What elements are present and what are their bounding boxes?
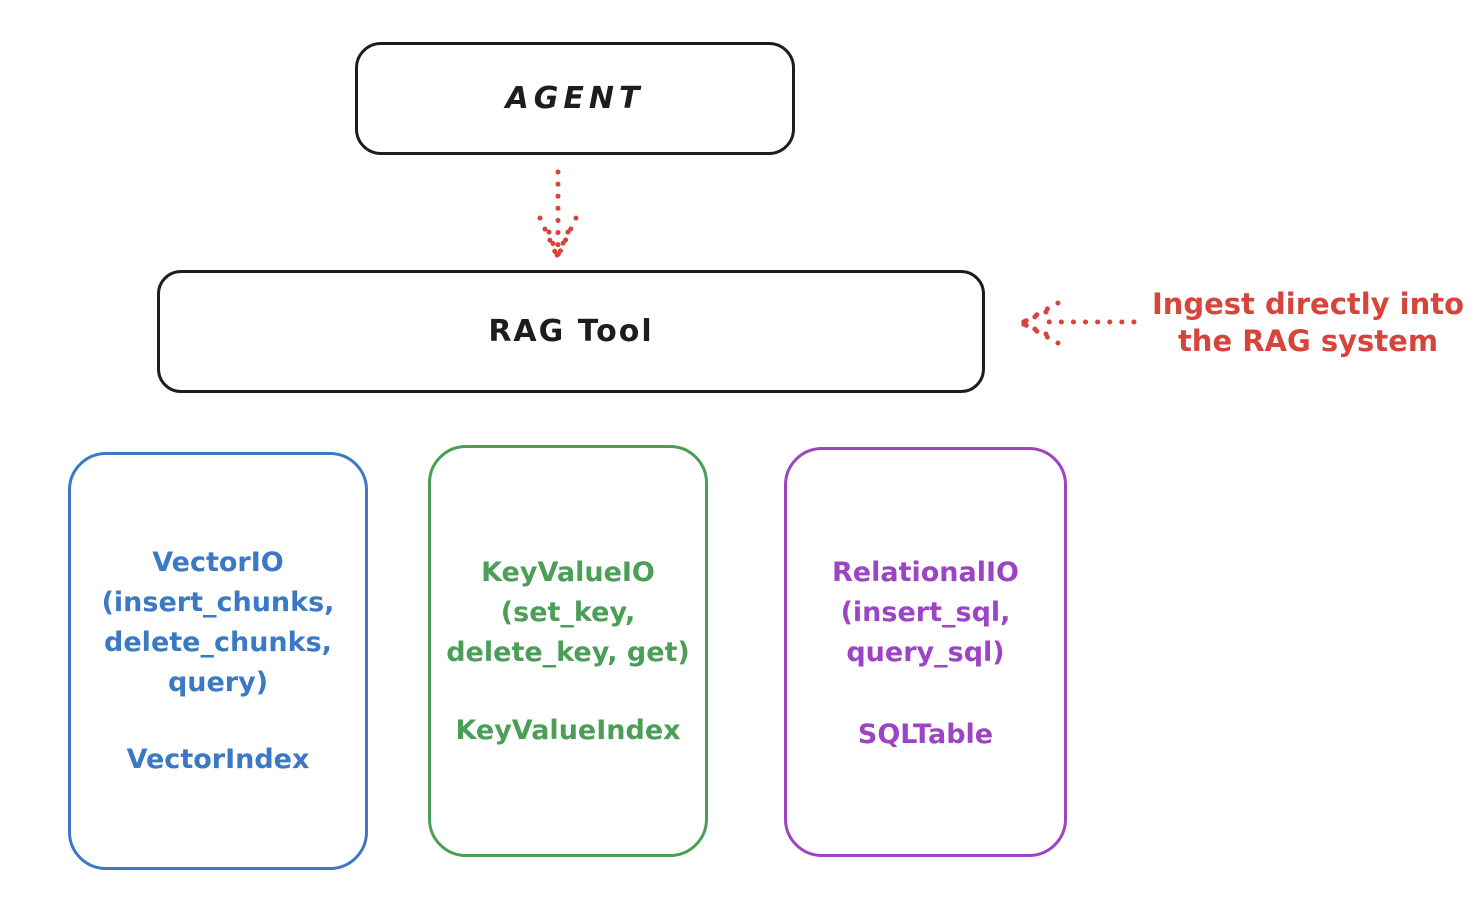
agent-label: AGENT	[505, 81, 645, 116]
relational-io-title: RelationalIO	[832, 557, 1019, 588]
rag-tool-label: RAG Tool	[488, 314, 654, 349]
key-value-index-label: KeyValueIndex	[455, 715, 681, 746]
vector-io-methods-line: delete_chunks,	[104, 627, 332, 658]
key-value-io-methods-line: (set_key,	[500, 597, 636, 628]
relational-io-node: RelationalIO (insert_sql, query_sql) SQL…	[784, 447, 1067, 857]
agent-node: AGENT	[355, 42, 795, 155]
ingest-annotation: Ingest directly into the RAG system	[1140, 286, 1476, 360]
key-value-io-title: KeyValueIO	[481, 557, 655, 588]
key-value-io-node: KeyValueIO (set_key, delete_key, get) Ke…	[428, 445, 708, 857]
vector-index-label: VectorIndex	[126, 744, 310, 775]
relational-io-methods-line: (insert_sql,	[840, 597, 1011, 628]
vector-io-text: VectorIO (insert_chunks, delete_chunks, …	[71, 455, 365, 703]
key-value-io-methods-line: delete_key, get)	[446, 637, 690, 668]
ingest-annotation-line-1: Ingest directly into	[1151, 287, 1465, 321]
rag-tool-node: RAG Tool	[157, 270, 985, 393]
vector-io-methods-line: (insert_chunks,	[101, 587, 335, 618]
key-value-io-text: KeyValueIO (set_key, delete_key, get)	[431, 448, 705, 673]
agent-to-rag-arrow	[537, 169, 579, 258]
sql-table-label: SQLTable	[857, 719, 994, 750]
ingest-annotation-line-2: the RAG system	[1177, 324, 1439, 358]
vector-io-methods-line: query)	[167, 667, 269, 698]
ingest-arrow	[1018, 300, 1137, 346]
relational-io-methods-line: query_sql)	[846, 637, 1005, 668]
vector-io-node: VectorIO (insert_chunks, delete_chunks, …	[68, 452, 368, 870]
vector-io-title: VectorIO	[152, 547, 284, 578]
relational-io-text: RelationalIO (insert_sql, query_sql)	[787, 450, 1064, 673]
